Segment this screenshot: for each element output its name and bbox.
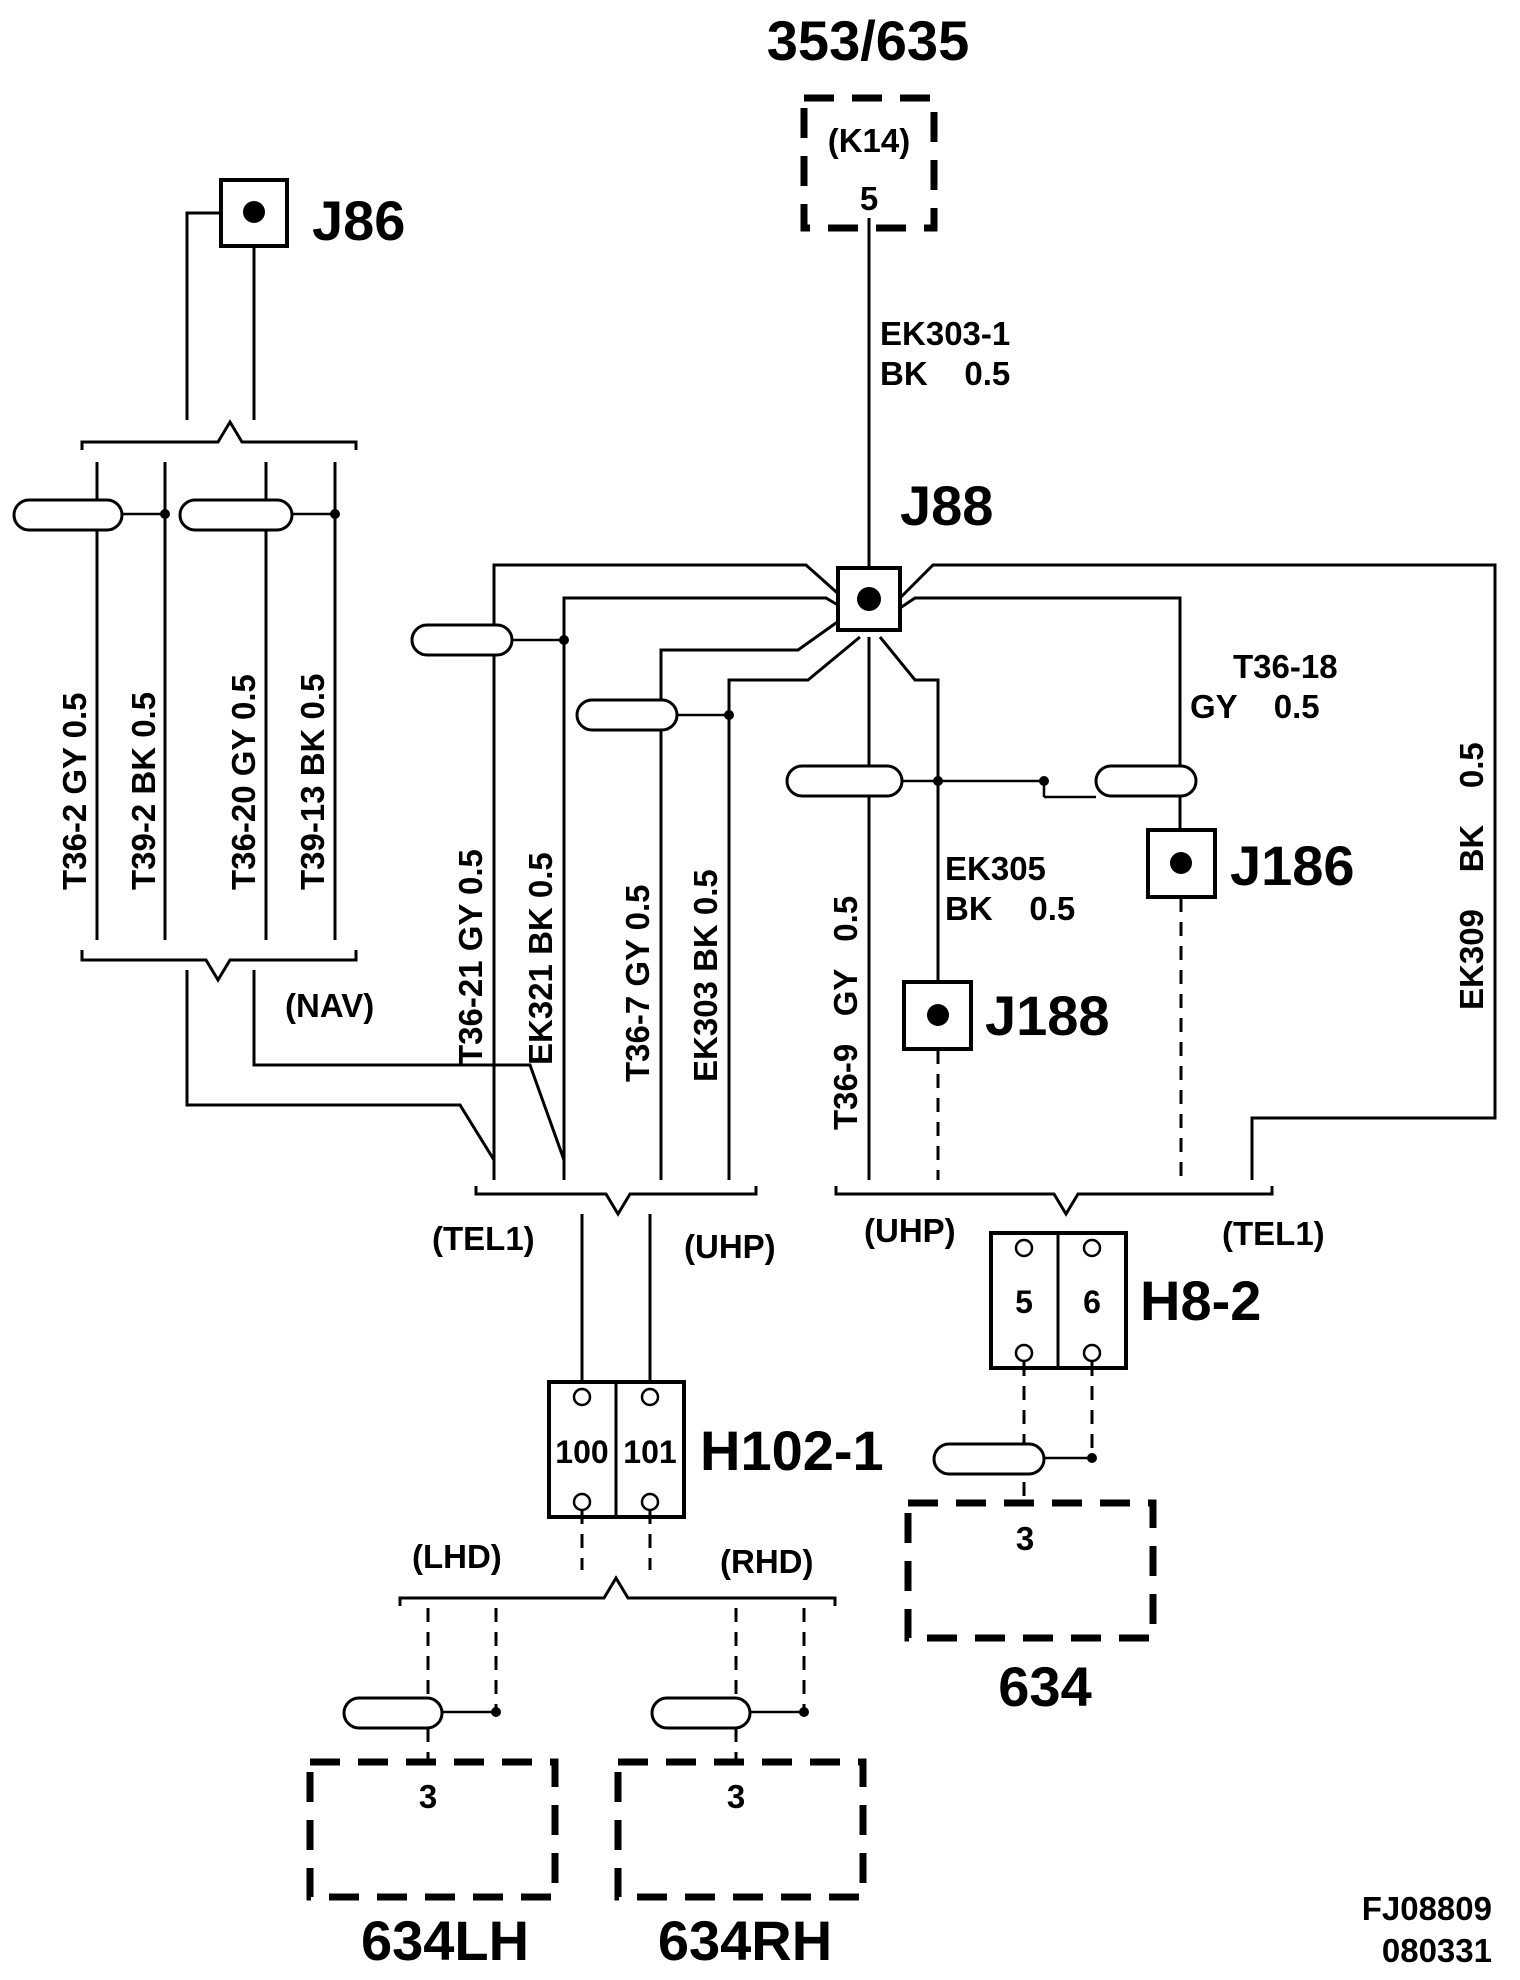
j186-label: J186: [1230, 834, 1355, 897]
wire-nav-to-tel1-b: [252, 970, 566, 1161]
h8-pin-5-bottom: [1014, 1343, 1034, 1363]
lhd-rhd-bracket: [398, 1575, 837, 1606]
shield-t36-7-ek303: [575, 698, 679, 732]
h102-pin-101-top: [640, 1387, 660, 1407]
j186-splice-dot: [1170, 852, 1192, 874]
rhd-option-label: (RHD): [720, 1543, 813, 1580]
h102-pin-100-label: 100: [555, 1434, 608, 1470]
wire-ek303-label: EK303 BK 0.5: [687, 869, 724, 1082]
j88-splice-dot: [857, 587, 881, 611]
shield-634lh-dot: [491, 1707, 501, 1717]
wire-t36-9-label: T36-9 GY 0.5: [827, 896, 864, 1130]
j88-label: J88: [900, 474, 993, 537]
h8-pin-5-label: 5: [1015, 1284, 1033, 1320]
j188-label: J188: [985, 984, 1110, 1047]
h102-label: H102-1: [700, 1419, 884, 1482]
wire-nav-to-tel1-a: [185, 970, 496, 1161]
shield-t36-21-ek321-dot: [559, 635, 569, 645]
h102-pin-100-top: [572, 1387, 592, 1407]
uhp-left-label: (UHP): [684, 1228, 776, 1265]
shield-t36-9-ek305: [785, 764, 904, 798]
shield-634-dot: [1087, 1453, 1097, 1463]
h8-pin-6-bottom: [1082, 1343, 1102, 1363]
shield-t36-20-t39-13: [178, 498, 294, 532]
lhd-option-label: (LHD): [412, 1538, 502, 1575]
wire-ek309-label: EK309 BK 0.5: [1453, 742, 1490, 1010]
j86-splice-dot: [243, 201, 265, 223]
wire-ek305-label: EK305: [945, 850, 1046, 887]
wire-j88-ek303: [727, 635, 861, 1180]
j188-splice-dot: [927, 1004, 949, 1026]
uhp-tel1-right-bracket: [834, 1186, 1274, 1217]
j88-splice-box: [836, 566, 902, 632]
wire-j88-ek321: [562, 596, 844, 1180]
wire-j88-ek305: [878, 636, 940, 1010]
shield-t36-7-ek303-dot: [724, 710, 734, 720]
h8-pin-5-top: [1014, 1238, 1034, 1258]
j86-label: J86: [312, 189, 405, 252]
tel1-right-label: (TEL1): [1222, 1215, 1325, 1252]
wire-ek305-spec: BK 0.5: [945, 890, 1075, 927]
wire-j88-t36-7: [659, 616, 844, 1180]
wire-j88-ek309: [898, 563, 1497, 1180]
tel1-uhp-left-bracket: [474, 1186, 758, 1217]
diagram-date: 080331: [1382, 1932, 1492, 1969]
shield-634: [932, 1442, 1046, 1476]
h102-pin-101-label: 101: [623, 1434, 676, 1470]
shield-634rh: [650, 1696, 752, 1730]
nav-bracket-top: [80, 419, 358, 450]
nav-option-label: (NAV): [285, 987, 374, 1024]
shield-634rh-dot: [799, 1707, 809, 1717]
component-634lh-label: 634LH: [361, 1909, 529, 1972]
wire-t39-2-label: T39-2 BK 0.5: [125, 692, 162, 890]
component-634rh-box: [614, 1758, 867, 1901]
wire-ek303-1-spec: BK 0.5: [880, 355, 1010, 392]
k14-connector-label: (K14): [828, 122, 911, 159]
component-353-635-box: [800, 94, 938, 232]
wire-j88-t36-21: [492, 563, 844, 1180]
component-634rh-pin: 3: [727, 1778, 745, 1815]
shield-t36-21-ek321: [410, 623, 514, 657]
component-634-pin: 3: [1016, 1520, 1034, 1557]
shield-634lh: [342, 1696, 444, 1730]
component-634-label: 634: [998, 1655, 1091, 1718]
shield-t36-20-t39-13-dot: [330, 509, 340, 519]
h8-pin-6-top: [1082, 1238, 1102, 1258]
wire-ek303-1-label: EK303-1: [880, 315, 1010, 352]
shield-t36-2-t39-2: [12, 498, 124, 532]
component-634lh-box: [306, 1758, 559, 1901]
component-634rh-label: 634RH: [658, 1909, 832, 1972]
component-634lh-pin: 3: [419, 1778, 437, 1815]
wire-t39-13-label: T39-13 BK 0.5: [294, 674, 331, 890]
h102-pin-100-bottom: [572, 1492, 592, 1512]
shield-drain-dot: [1039, 776, 1049, 786]
h102-pin-101-bottom: [640, 1492, 660, 1512]
wire-t36-18-label: T36-18: [1233, 648, 1338, 685]
h8-label: H8-2: [1140, 1269, 1261, 1332]
shield-drain-link: [938, 779, 1046, 797]
component-353-635-label: 353/635: [767, 9, 969, 72]
nav-bracket-bottom: [80, 950, 358, 983]
shield-t36-18-ek309: [1094, 764, 1198, 798]
k14-pin-number: 5: [860, 180, 878, 217]
wire-t36-2-label: T36-2 GY 0.5: [56, 692, 93, 890]
diagram-id: FJ08809: [1362, 1890, 1492, 1927]
tel1-left-label: (TEL1): [432, 1220, 535, 1257]
component-634-box: [904, 1499, 1157, 1642]
wire-t36-21-label: T36-21 GY 0.5: [452, 849, 489, 1065]
wire-j88-t36-18: [899, 596, 1182, 840]
wire-ek321-label: EK321 BK 0.5: [522, 852, 559, 1065]
h8-pin-6-label: 6: [1083, 1284, 1101, 1320]
shield-t36-2-t39-2-dot: [160, 509, 170, 519]
wire-t36-18-spec: GY 0.5: [1190, 688, 1320, 725]
uhp-right-label: (UHP): [864, 1212, 956, 1249]
wire-t36-7-label: T36-7 GY 0.5: [619, 884, 656, 1082]
wire-j86-branch-a: [185, 211, 221, 420]
wire-t36-20-label: T36-20 GY 0.5: [225, 674, 262, 890]
